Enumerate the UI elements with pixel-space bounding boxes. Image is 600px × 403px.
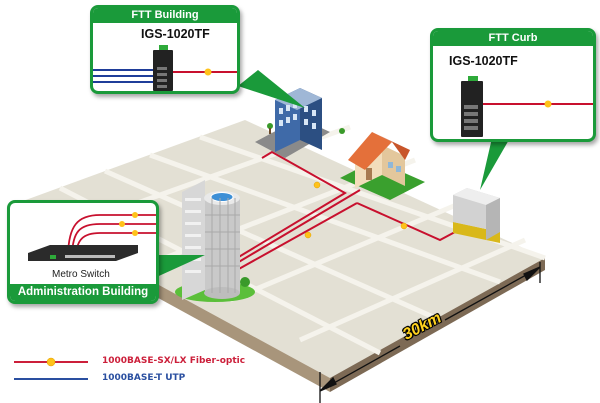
industrial-switch-icon (461, 76, 593, 137)
callout-admin-building: Metro Switch Administration Building (7, 200, 159, 304)
fiber-connectors (304, 181, 408, 239)
house-icon (340, 132, 425, 200)
callout-title: Administration Building (10, 284, 156, 301)
device-model: IGS-1020TF (141, 27, 210, 41)
legend-utp-label: 1000BASE-T UTP (102, 373, 186, 383)
device-label: Metro Switch (52, 269, 110, 280)
tower-building-icon (175, 180, 255, 302)
industrial-switch-icon (93, 45, 237, 91)
callout-ftt-building: FTT Building IGS-1020TF (90, 5, 240, 94)
distance-dimension (319, 262, 541, 403)
metro-switch-icon (28, 212, 156, 261)
callout-pointer-ftt-curb (480, 138, 510, 190)
legend-fiber-line-icon (14, 357, 88, 367)
legend-fiber-label: 1000BASE-SX/LX Fiber-optic (102, 356, 246, 366)
office-building-icon (255, 88, 345, 158)
device-model: IGS-1020TF (449, 54, 518, 68)
curb-cabinet-icon (453, 188, 500, 243)
callout-pointer-admin (150, 255, 205, 280)
callout-pointer-ftt-building (238, 70, 305, 108)
callout-ftt-curb: FTT Curb IGS-1020TF (430, 28, 596, 142)
callout-title: FTT Building (93, 8, 237, 23)
fiber-routes (236, 150, 456, 271)
callout-title: FTT Curb (433, 31, 593, 46)
